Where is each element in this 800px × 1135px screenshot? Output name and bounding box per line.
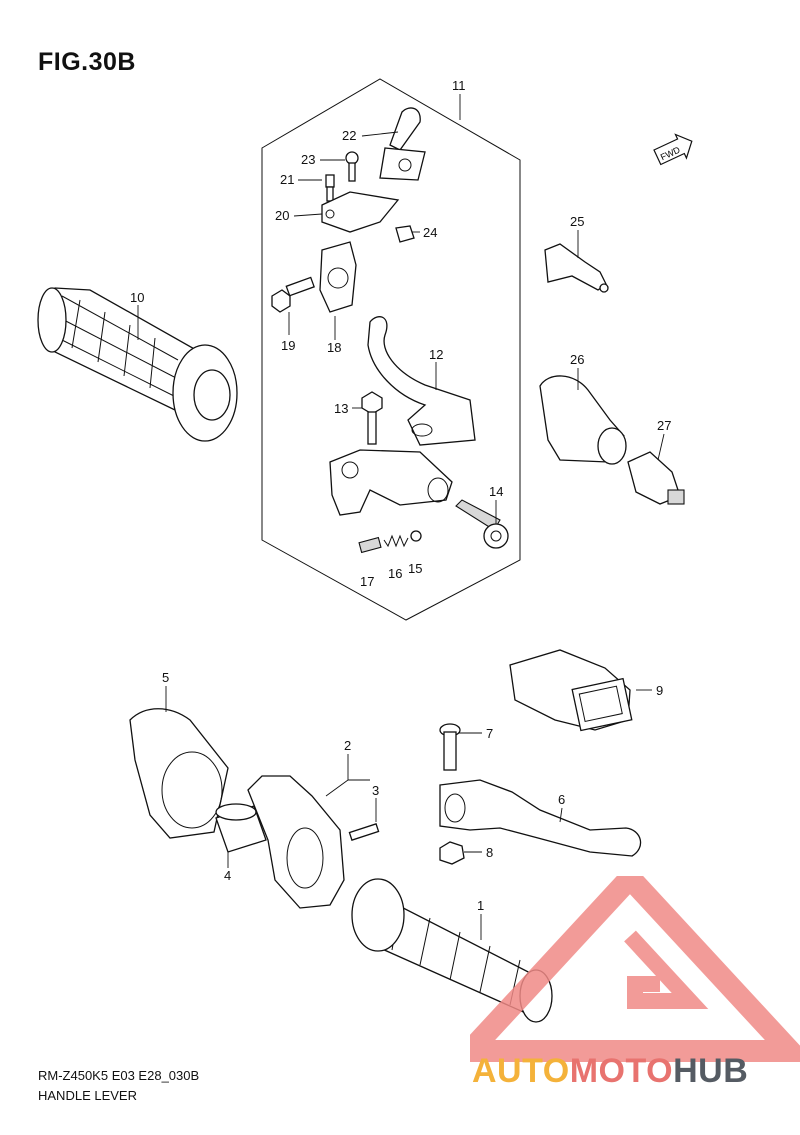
callout-11: 11 <box>452 78 466 93</box>
part-6-brake-lever <box>439 779 642 857</box>
watermark-word-hub: HUB <box>673 1052 749 1090</box>
part-23-screw <box>345 151 359 182</box>
leader-lines <box>137 94 665 940</box>
part-1-right-grip <box>351 878 553 1023</box>
part-8-nut <box>439 841 465 865</box>
callout-12: 12 <box>429 347 443 362</box>
part-14-adjuster <box>455 499 509 549</box>
part-21-bolt <box>325 174 335 202</box>
callout-5: 5 <box>162 670 169 685</box>
callout-3: 3 <box>372 783 379 798</box>
callout-9: 9 <box>656 683 663 698</box>
watermark-logo <box>470 876 800 1062</box>
callout-16: 16 <box>388 566 402 581</box>
fwd-arrow-icon: FWD <box>653 133 693 166</box>
part-10-left-grip <box>37 287 238 442</box>
diagram-code: RM-Z450K5 E03 E28_030B <box>38 1068 200 1083</box>
watermark-text: AUTOMOTOHUB <box>472 1052 748 1091</box>
callout-21: 21 <box>280 172 294 187</box>
part-5-cover <box>129 708 229 839</box>
part-17-spring <box>358 536 382 554</box>
callout-18: 18 <box>327 340 341 355</box>
callout-19: 19 <box>281 338 295 353</box>
callout-27: 27 <box>657 418 671 433</box>
assembly-outline <box>261 78 521 621</box>
lever-bracket <box>329 449 453 516</box>
watermark-word-auto: AUTO <box>472 1052 570 1090</box>
callout-13: 13 <box>334 401 348 416</box>
callout-labels: 1 2 3 4 5 6 7 8 9 10 11 12 13 14 15 16 1… <box>130 78 671 913</box>
callout-7: 7 <box>486 726 493 741</box>
part-4-collar <box>215 803 267 853</box>
part-3-screw <box>348 823 380 841</box>
callout-17: 17 <box>360 574 374 589</box>
callout-6: 6 <box>558 792 565 807</box>
part-26-boot <box>539 375 627 465</box>
callout-1: 1 <box>477 898 484 913</box>
part-15-ball <box>410 530 422 542</box>
callout-14: 14 <box>489 484 503 499</box>
watermark-word-moto: MOTO <box>569 1052 674 1090</box>
callout-20: 20 <box>275 208 289 223</box>
callout-8: 8 <box>486 845 493 860</box>
part-13-bolt <box>361 391 383 445</box>
callout-23: 23 <box>301 152 315 167</box>
callout-15: 15 <box>408 561 422 576</box>
callout-2: 2 <box>344 738 351 753</box>
figure-title: FIG.30B <box>38 48 136 76</box>
part-25-cap <box>544 243 609 293</box>
part-12-clutch-lever <box>367 316 476 446</box>
part-9-boot <box>509 649 633 732</box>
callout-22: 22 <box>342 128 356 143</box>
part-16-spring <box>383 534 409 548</box>
part-22-hot-start-lever <box>379 107 426 181</box>
callout-25: 25 <box>570 214 584 229</box>
part-7-bolt <box>439 723 461 771</box>
part-27-adjuster <box>627 451 685 505</box>
part-20-holder <box>321 191 400 233</box>
part-18-clamp <box>319 241 357 313</box>
callout-26: 26 <box>570 352 584 367</box>
part-24-nut <box>395 225 415 243</box>
part-2-throttle-housing <box>247 775 345 909</box>
callout-24: 24 <box>423 225 437 240</box>
part-19-bolt <box>271 276 315 313</box>
callout-4: 4 <box>224 868 231 883</box>
callout-10: 10 <box>130 290 144 305</box>
diagram-name: HANDLE LEVER <box>38 1088 137 1103</box>
